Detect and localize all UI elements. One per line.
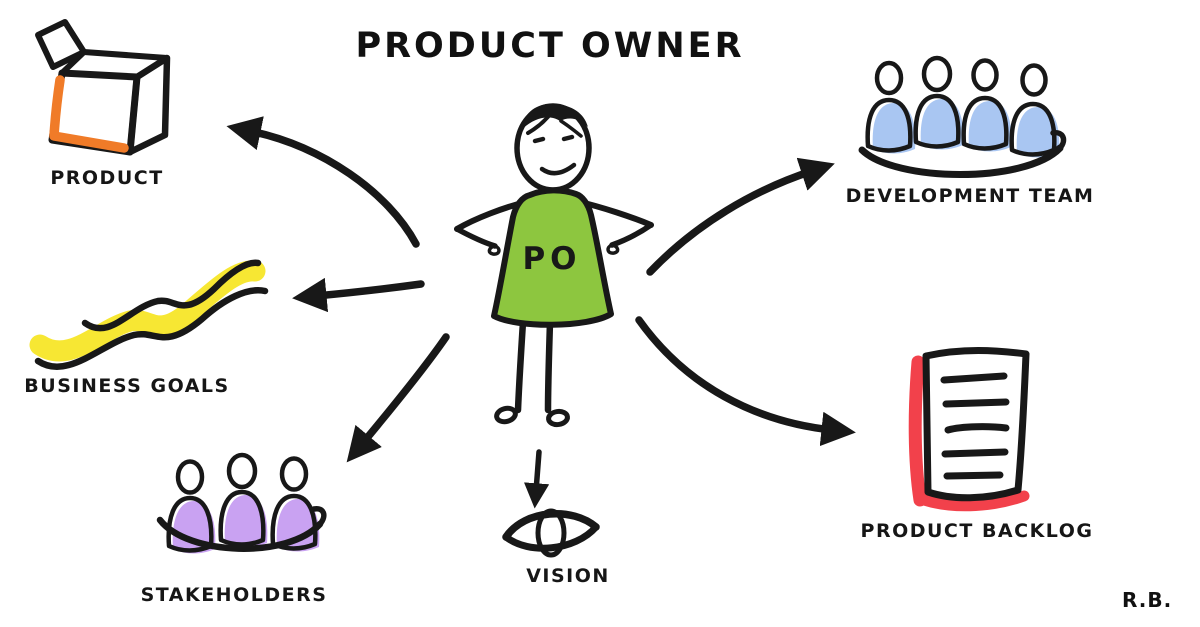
backlog-red-bottom-edge	[918, 490, 1030, 512]
figure-eye-left	[532, 136, 546, 144]
development-team-people-group-icon	[858, 55, 1067, 178]
arrow-to-development-team	[646, 157, 835, 276]
po-badge: PO	[522, 241, 581, 277]
open-box-icon	[35, 19, 171, 156]
winding-road-icon	[29, 259, 269, 370]
stakeholder-person	[218, 452, 268, 548]
backlog-page	[922, 347, 1030, 502]
figure-hair	[520, 103, 588, 131]
arrow-to-product-backlog	[635, 316, 856, 447]
team-person	[1009, 63, 1060, 158]
product-backlog-label: PRODUCT BACKLOG	[860, 520, 1094, 542]
figure-smile	[539, 162, 577, 176]
product-label: PRODUCT	[50, 167, 164, 189]
business-goals-label: BUSINESS GOALS	[24, 375, 230, 397]
arrow-to-vision	[523, 449, 550, 509]
product-owner-figure-icon: PO	[454, 103, 654, 428]
arrow-to-stakeholders	[346, 333, 450, 463]
team-person	[913, 55, 964, 150]
box-lid-flap	[35, 19, 87, 70]
figure-dress	[491, 187, 614, 328]
figure-legs	[494, 318, 570, 428]
eye-icon	[502, 508, 600, 558]
arrow-to-product	[226, 116, 420, 248]
notebook-list-icon	[908, 347, 1030, 512]
team-person	[961, 58, 1012, 152]
vision-label: VISION	[526, 565, 610, 587]
backlog-list-lines	[940, 372, 1010, 480]
box-orange-edge	[49, 75, 129, 153]
backlog-red-spine	[908, 355, 927, 507]
stakeholder-person	[270, 456, 320, 552]
stakeholders-label: STAKEHOLDERS	[140, 584, 328, 606]
artist-signature: R.B.	[1122, 588, 1173, 612]
figure-eye-right	[561, 134, 575, 142]
page-title: PRODUCT OWNER	[355, 26, 745, 66]
stakeholders-base-line	[156, 516, 324, 552]
stakeholders-people-group-icon	[156, 452, 327, 554]
arrow-to-business-goals	[292, 277, 425, 313]
figure-head	[514, 103, 592, 193]
development-team-label: DEVELOPMENT TEAM	[845, 185, 1095, 207]
development-team-base-line	[858, 144, 1064, 178]
team-person	[865, 60, 916, 154]
